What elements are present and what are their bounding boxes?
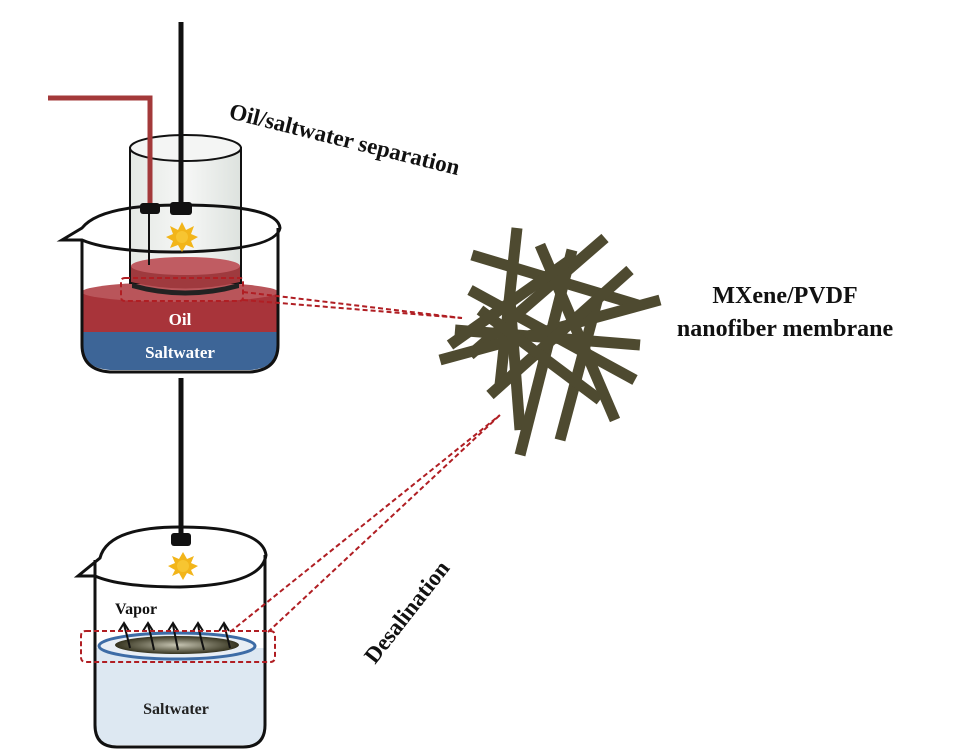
connector-top-b: [242, 299, 463, 319]
top-saltwater-label: Saltwater: [145, 343, 215, 362]
connector-lines: [229, 291, 501, 633]
vapor-arrow-icon: [167, 621, 179, 651]
membrane-label-line1: MXene/PVDF: [712, 283, 857, 309]
top-membrane-disk: [132, 283, 239, 296]
bottom-highlight-box: [80, 630, 276, 663]
membrane-label-line2: nanofiber membrane: [677, 316, 894, 342]
process-label-desalination: Desalination: [359, 556, 454, 668]
bottom-beaker-outline: [93, 555, 267, 749]
vapor-arrow-icon: [118, 621, 131, 649]
sun-icon: [166, 222, 198, 252]
vapor-arrows: [118, 621, 231, 651]
bottom-saltwater-body: [95, 648, 265, 745]
nanofiber-mesh-icon: [438, 227, 662, 457]
light-rod-cap-bottom: [171, 533, 191, 546]
bottom-setup: Vapor Saltwater: [73, 525, 276, 749]
vapor-arrow-icon: [142, 621, 155, 651]
sun-icon: [168, 552, 198, 580]
cylinder-oil-surface: [131, 257, 240, 275]
vapor-arrow-icon: [192, 621, 205, 651]
inner-cylinder-top: [129, 134, 242, 162]
vapor-arrow-icon: [218, 621, 231, 649]
connector-top-a: [242, 291, 463, 319]
connector-bottom-b: [267, 414, 501, 633]
sensor-tube: [48, 95, 153, 205]
bottom-beaker-rim: [73, 525, 268, 589]
top-beaker-outline: [80, 228, 280, 374]
process-label-separation: Oil/saltwater separation: [227, 99, 463, 181]
connector-bottom-a: [229, 414, 501, 633]
sensor-tube-cap: [140, 203, 160, 214]
top-oil-label: Oil: [169, 310, 192, 329]
top-saltwater-layer: [82, 330, 278, 370]
vapor-label: Vapor: [115, 601, 157, 618]
light-rod-cap-top: [170, 202, 192, 215]
bottom-saltwater-label: Saltwater: [143, 701, 209, 718]
top-setup: Oil Saltwater: [48, 22, 282, 374]
top-beaker-rim: [56, 203, 282, 254]
